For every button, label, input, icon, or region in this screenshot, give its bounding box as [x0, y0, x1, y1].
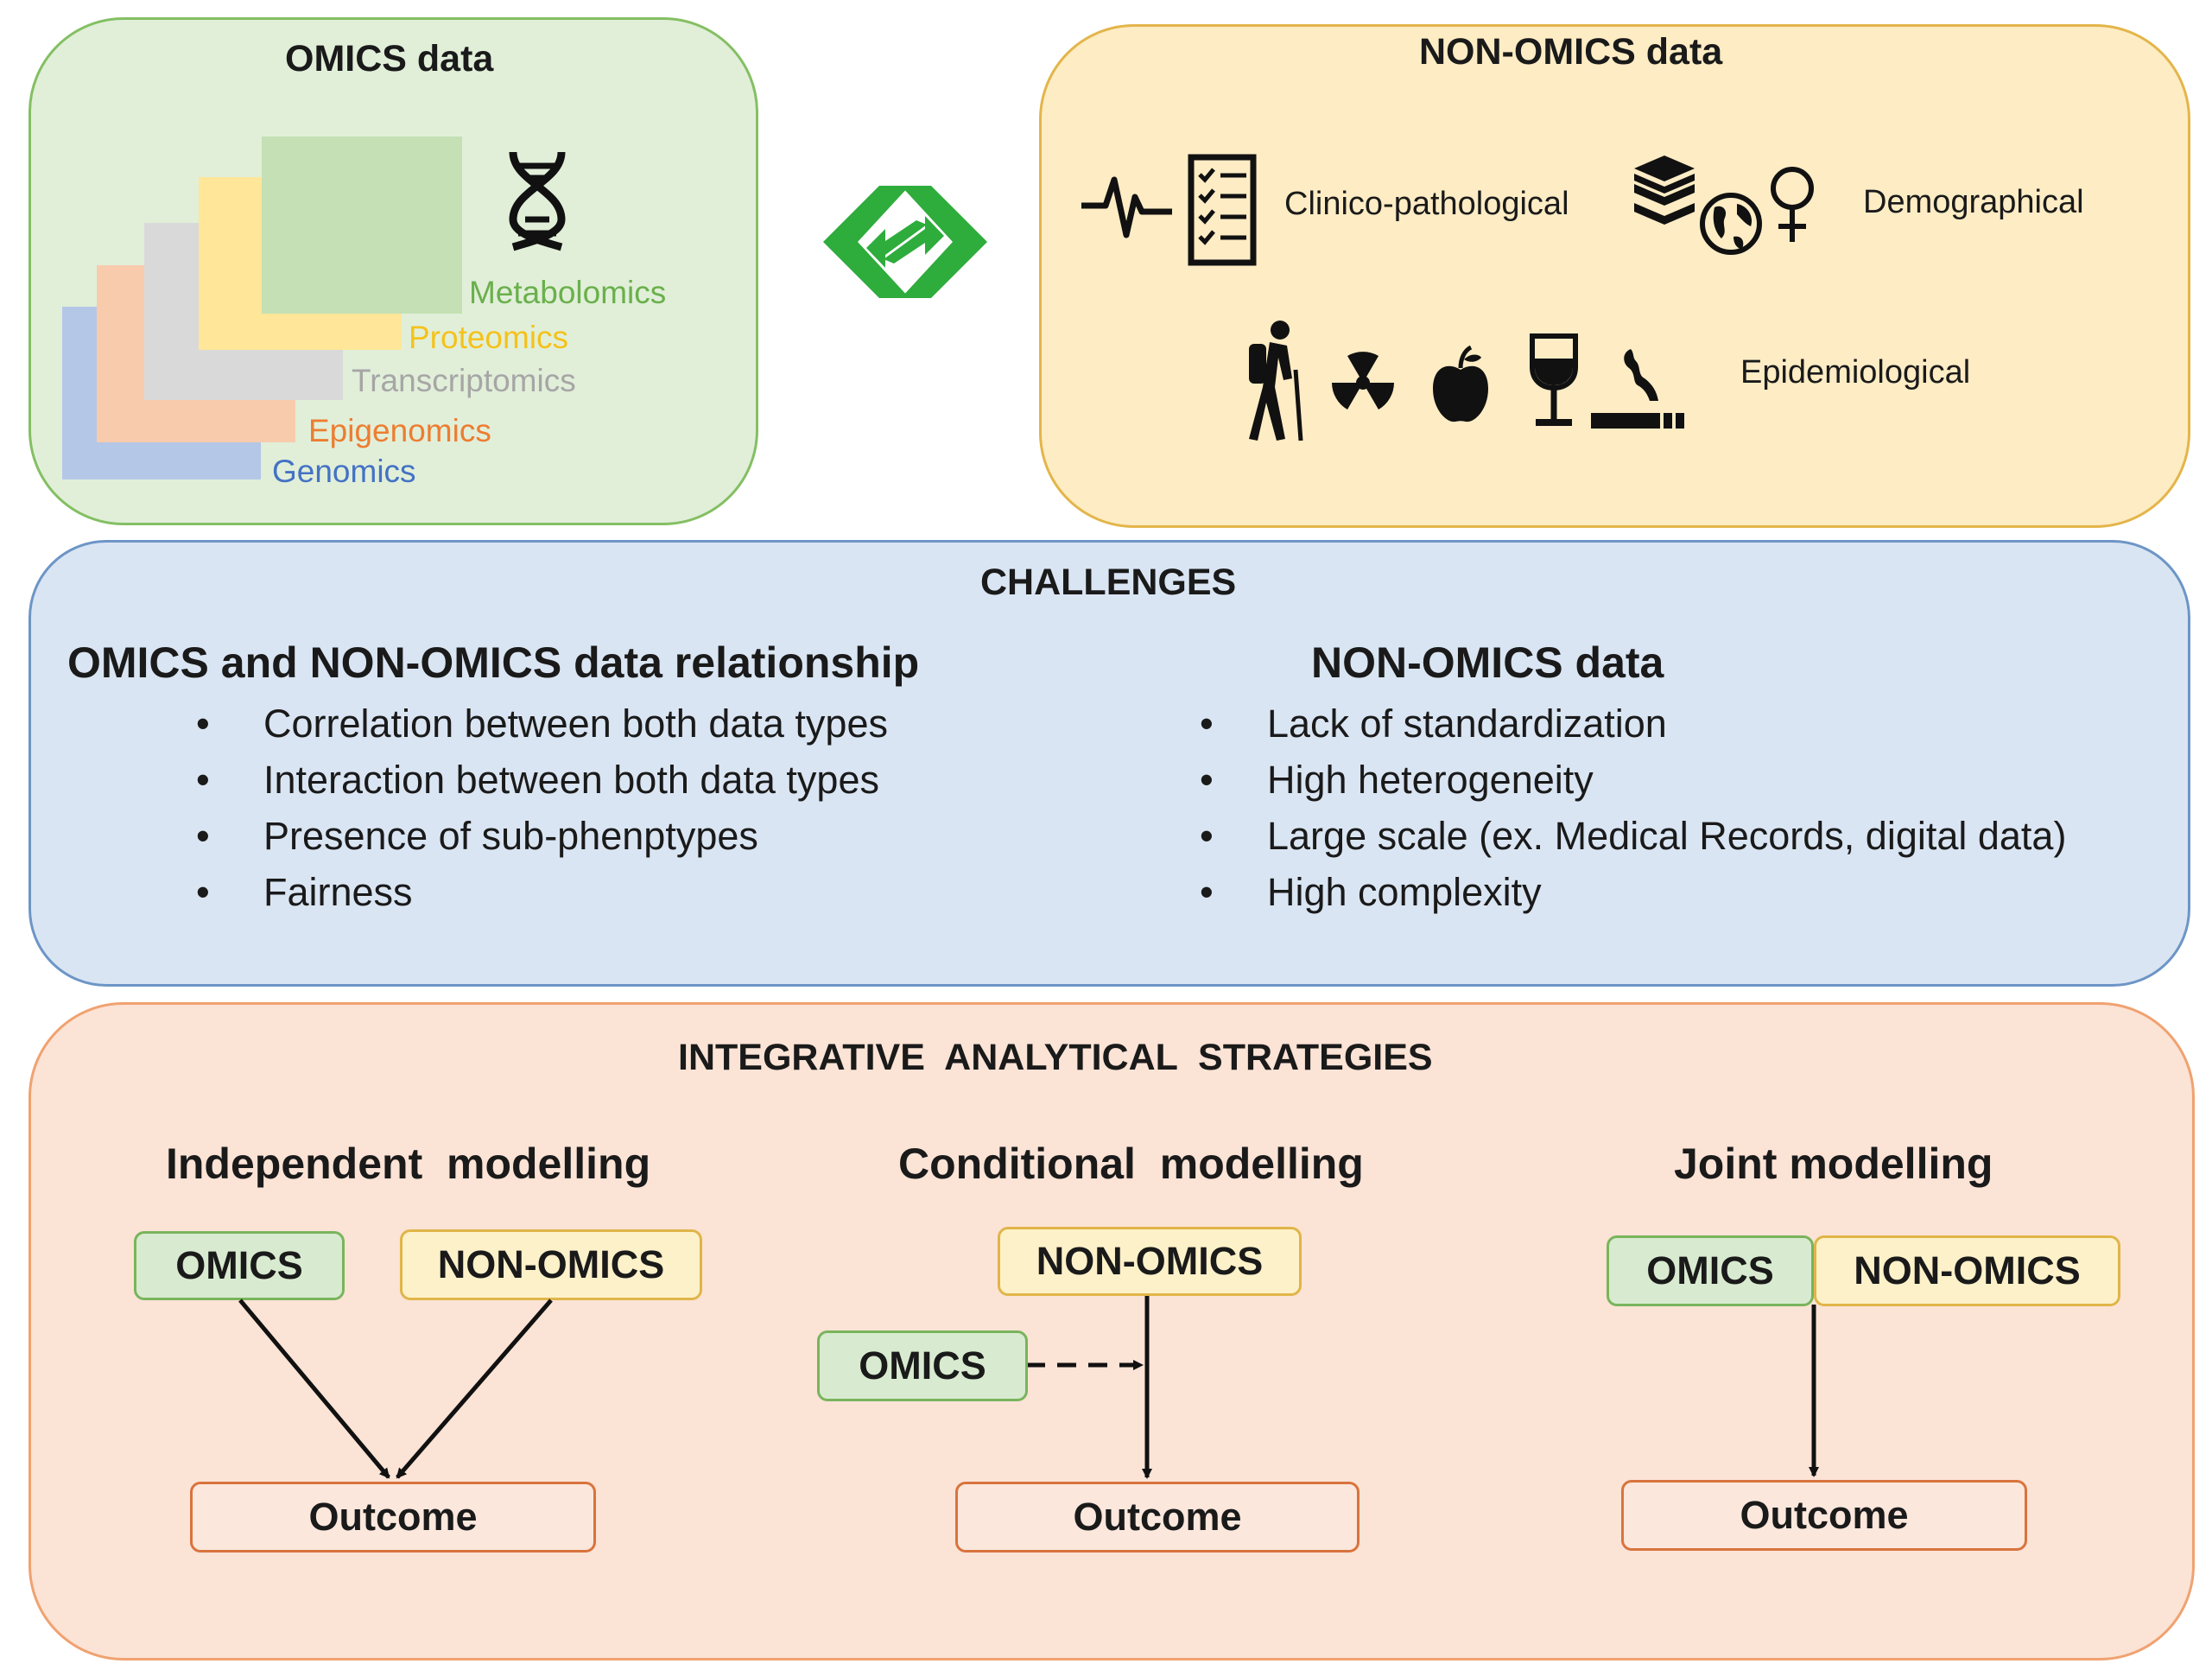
joint-modelling-heading: Joint modelling — [1674, 1140, 1993, 1188]
independent-modelling-heading: Independent modelling — [166, 1140, 651, 1188]
joint-non-omics-box: NON-OMICS — [1814, 1235, 2120, 1306]
checklist-icon — [1188, 154, 1257, 266]
relationship-challenges-list: •Correlation between both data types •In… — [196, 695, 888, 920]
list-item: •Presence of sub-phenptypes — [196, 814, 758, 858]
epidemiological-label: Epidemiological — [1740, 354, 1971, 391]
omics-panel-title: OMICS data — [285, 38, 494, 79]
list-item: •Fairness — [196, 870, 413, 914]
globe-icon — [1700, 193, 1762, 255]
demographical-label: Demographical — [1863, 184, 2084, 220]
heartbeat-icon — [1081, 176, 1172, 238]
list-item: •Interaction between both data types — [196, 758, 879, 802]
strategies-title: INTEGRATIVE ANALYTICAL STRATEGIES — [678, 1037, 1433, 1078]
challenges-panel — [29, 540, 2190, 987]
interconnection-arrows-icon — [823, 186, 987, 298]
non-omics-data-panel — [1039, 24, 2190, 528]
wine-glass-icon — [1530, 333, 1578, 426]
joint-outcome-box: Outcome — [1621, 1480, 2027, 1551]
metabolomics-label: Metabolomics — [469, 275, 667, 310]
list-item: •Large scale (ex. Medical Records, digit… — [1200, 814, 2067, 858]
radiation-icon — [1332, 352, 1394, 410]
challenges-title: CHALLENGES — [980, 562, 1237, 603]
clinico-pathological-label: Clinico-pathological — [1284, 186, 1569, 222]
independent-outcome-box: Outcome — [190, 1482, 596, 1553]
non-omics-to-outcome-arrow — [396, 1299, 553, 1479]
female-symbol-icon — [1771, 167, 1814, 242]
conditional-outcome-box: Outcome — [955, 1482, 1360, 1553]
smoking-icon — [1591, 349, 1684, 429]
conditional-non-omics-box: NON-OMICS — [998, 1227, 1302, 1296]
list-item: •High complexity — [1200, 870, 1542, 914]
relationship-heading: OMICS and NON-OMICS data relationship — [67, 638, 920, 687]
genomics-label: Genomics — [272, 454, 416, 489]
list-item: •Lack of standardization — [1200, 702, 1667, 746]
independent-omics-box: OMICS — [134, 1231, 345, 1300]
metabolomics-layer — [262, 137, 462, 314]
hiker-icon — [1249, 321, 1303, 441]
conditional-modelling-heading: Conditional modelling — [898, 1140, 1364, 1188]
non-omics-challenges-list: •Lack of standardization •High heterogen… — [1200, 695, 2067, 920]
non-omics-challenges-heading: NON-OMICS data — [1311, 638, 1664, 687]
dna-icon — [509, 151, 566, 251]
books-icon — [1634, 156, 1695, 225]
omics-to-outcome-arrow — [238, 1299, 390, 1479]
non-omics-panel-title: NON-OMICS data — [1419, 31, 1723, 73]
joint-omics-box: OMICS — [1607, 1235, 1814, 1306]
apple-icon — [1433, 345, 1488, 422]
independent-non-omics-box: NON-OMICS — [400, 1229, 702, 1300]
list-item: •High heterogeneity — [1200, 758, 1594, 802]
epigenomics-label: Epigenomics — [308, 413, 491, 448]
list-item: •Correlation between both data types — [196, 702, 888, 746]
transcriptomics-label: Transcriptomics — [352, 363, 576, 398]
proteomics-label: Proteomics — [409, 320, 569, 355]
conditional-omics-box: OMICS — [817, 1330, 1028, 1401]
